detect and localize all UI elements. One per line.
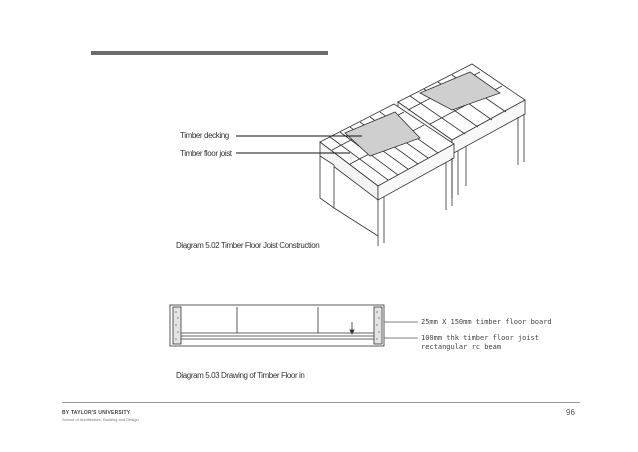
note-floor-board: 25mm X 150mm timber floor board <box>421 318 552 326</box>
page-number: 96 <box>566 408 575 417</box>
diagram-503-caption: Diagram 5.03 Drawing of Timber Floor in <box>176 371 305 380</box>
diagram-502-caption: Diagram 5.02 Timber Floor Joist Construc… <box>176 241 320 250</box>
note-floor-joist: 100mm thk timber floor joist <box>421 334 540 342</box>
callout-timber-floor-joist: Timber floor joist <box>180 149 232 158</box>
header-rule <box>91 51 328 55</box>
note-rc-beam: rectangular rc beam <box>421 343 502 351</box>
university-school: School of Architecture, Building and Des… <box>62 417 139 422</box>
callout-timber-decking: Timber decking <box>180 131 229 140</box>
footer-rule <box>62 402 580 403</box>
university-brand: BY TAYLOR'S UNIVERSITY <box>62 410 131 416</box>
